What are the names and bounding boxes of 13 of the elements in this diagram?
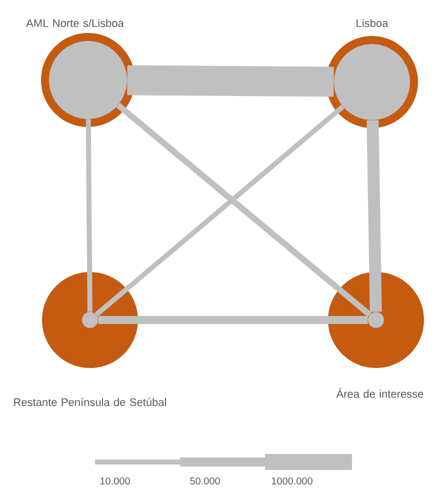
legend-label: 1000.000	[272, 477, 312, 485]
node-label: Área de interesse	[336, 388, 424, 398]
flow-line	[127, 65, 334, 97]
node-label: Lisboa	[356, 18, 388, 28]
flow-line	[98, 316, 368, 324]
flow-line	[366, 120, 382, 312]
flow-line	[86, 119, 92, 312]
legend-label: 50.000	[190, 477, 220, 485]
flow-line	[94, 104, 344, 317]
node-label: AML Norte s/Lisboa	[26, 18, 124, 28]
legend-label: 10.000	[100, 477, 130, 485]
flow-line	[116, 102, 372, 318]
node-label: Restante Península de Setúbal	[14, 398, 166, 406]
